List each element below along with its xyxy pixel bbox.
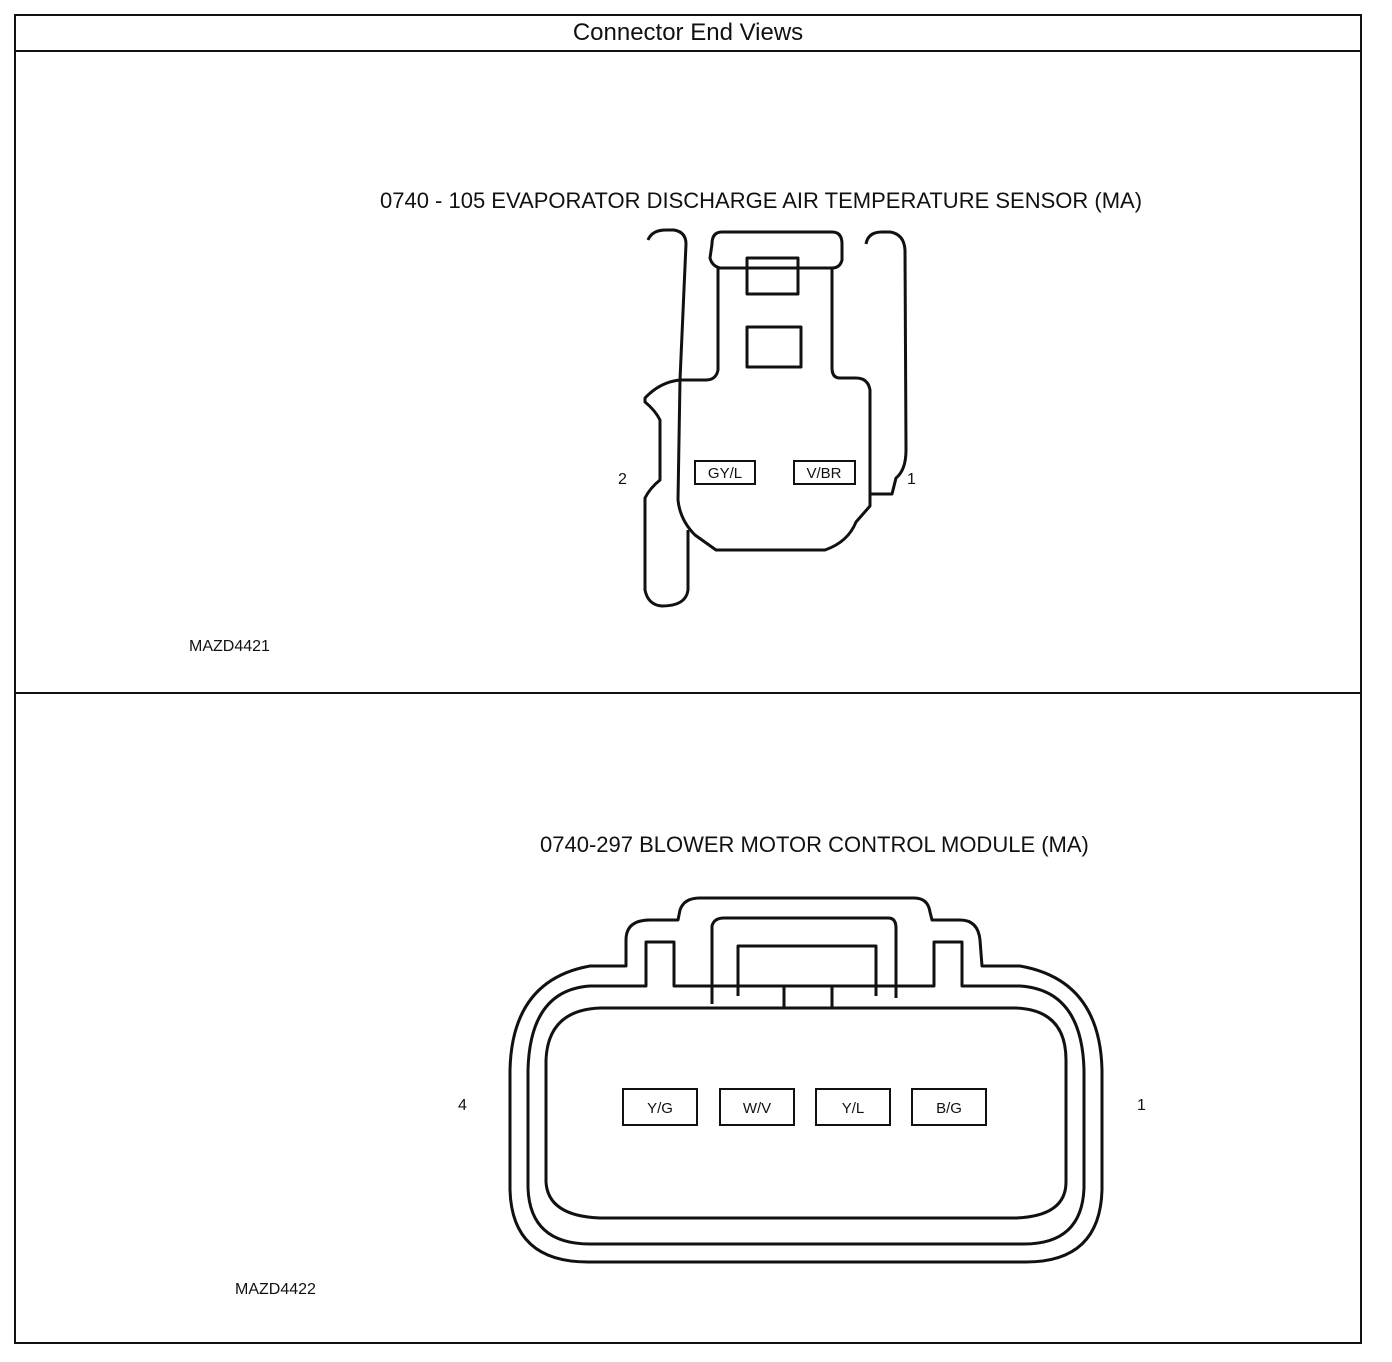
connector-1-window-top — [745, 256, 800, 296]
connector-2-latch-frame — [710, 916, 898, 1004]
connector-1-pin-right: 1 — [907, 471, 916, 488]
connector-2-wire-wv: W/V — [743, 1100, 771, 1117]
connector-2-wire-yg: Y/G — [647, 1100, 673, 1117]
connector-1-wire-vbr: V/BR — [806, 465, 841, 482]
connector-1-lock-tab — [708, 230, 844, 270]
connector-2-figure-id: MAZD4422 — [235, 1281, 316, 1298]
connector-1-figure-id: MAZD4421 — [189, 638, 270, 655]
connector-2-pin-box-bg — [911, 1088, 987, 1126]
connector-1-pin-box-gyl — [694, 460, 756, 485]
diagram-frame: Connector End Views — [14, 14, 1362, 1344]
connector-1-drawing: GY/L V/BR — [643, 228, 908, 608]
connector-1-right-latch — [864, 230, 908, 496]
connector-1-pin-box-vbr — [793, 460, 856, 485]
connector-2-inner-shell — [526, 940, 1086, 1246]
connector-1-body — [676, 268, 872, 552]
connector-2-pin-box-wv — [719, 1088, 795, 1126]
connector-2-latch-inner — [736, 944, 878, 996]
connector-1-left-latch — [643, 228, 690, 608]
connector-1-title: 0740 - 105 EVAPORATOR DISCHARGE AIR TEMP… — [380, 188, 1143, 213]
connector-1-wire-gyl: GY/L — [708, 465, 742, 482]
connector-2-title: 0740-297 BLOWER MOTOR CONTROL MODULE (MA… — [540, 832, 1089, 857]
connector-2-pin-box-yg — [622, 1088, 698, 1126]
section-divider — [16, 692, 1360, 694]
page-header: Connector End Views — [16, 16, 1360, 52]
connector-2-pin-right: 1 — [1137, 1097, 1146, 1114]
connector-2-pin-left: 4 — [458, 1097, 467, 1114]
connector-1-window-mid — [745, 325, 803, 369]
connector-2-pin-cavity — [544, 1006, 1068, 1220]
connector-2-latch-key — [782, 984, 834, 1008]
connector-1-pin-left: 2 — [618, 471, 627, 488]
connector-2-pin-box-yl — [815, 1088, 891, 1126]
connector-2-wire-yl: Y/L — [842, 1100, 865, 1117]
connector-2-outer-shell — [508, 896, 1104, 1264]
connector-2-wire-bg: B/G — [936, 1100, 962, 1117]
